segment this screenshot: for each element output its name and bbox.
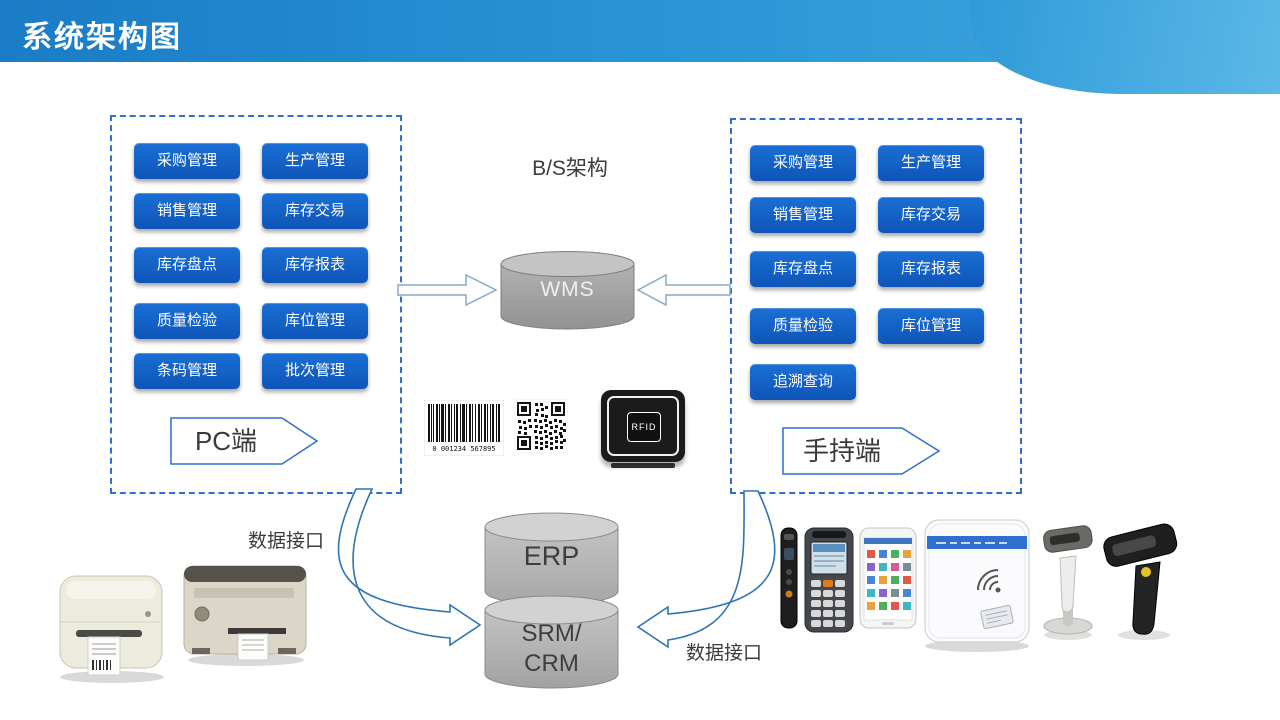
pc-module-button: 条码管理 [134,353,240,389]
erp-cylinder: ERP [483,511,620,611]
handheld-to-wms-arrow [636,273,731,307]
wms-label: WMS [540,278,595,301]
handheld-to-erp-curved-arrow [636,490,776,649]
barcode-digits: 0 001234 567895 [432,445,495,453]
cylinder-shape [484,595,619,689]
pc-to-erp-curved-arrow [337,488,482,647]
right-data-interface-label: 数据接口 [686,643,763,664]
pc-module-button: 批次管理 [262,353,368,389]
left-data-interface-label: 数据接口 [248,531,325,552]
handheld-pennant-label: 手持端 [802,436,881,466]
handheld-pennant: 手持端 [782,427,942,475]
handheld-module-button: 质量检验 [750,308,856,344]
pc-module-button: 库存报表 [262,247,368,283]
rfid-tag-chip: RFID [627,412,661,442]
qr-code-image [514,399,568,453]
handheld-module-button: 库存报表 [878,251,984,287]
header-swoosh-decoration [970,0,1280,94]
rfid-tag-stand [611,463,675,468]
rfid-tag-image: RFID [601,390,685,462]
label-printer-2-image [183,565,307,666]
cylinder-shape [484,512,619,606]
scanner-gun-dark-image [1103,523,1178,640]
pc-module-button: 生产管理 [262,143,368,179]
handheld-module-button: 销售管理 [750,197,856,233]
rfid-tag-ring [607,396,679,456]
srm-crm-cylinder: SRM/ CRM [483,594,620,694]
pc-module-button: 库位管理 [262,303,368,339]
slim-scanner-image [780,527,798,629]
page-title: 系统架构图 [22,21,182,54]
pc-module-button: 销售管理 [134,193,240,229]
handheld-module-button: 采购管理 [750,145,856,181]
pc-module-button: 库存交易 [262,193,368,229]
label-printer-1-image [59,575,164,683]
barcode-image: 0 001234 567895 [424,400,504,456]
pc-to-wms-arrow [397,273,498,307]
handheld-panel: 采购管理 生产管理 销售管理 库存交易 库存盘点 库存报表 质量检验 库位管理 … [730,118,1022,494]
pennant-shape [170,417,319,465]
pc-panel: 采购管理 生产管理 销售管理 库存交易 库存盘点 库存报表 质量检验 库位管理 … [110,115,402,494]
handheld-module-button: 库位管理 [878,308,984,344]
handheld-module-button: 追溯查询 [750,364,856,400]
pda-device-image [804,527,854,633]
pennant-shape [782,427,941,475]
pc-pennant-label: PC端 [194,426,258,456]
handheld-module-button: 库存盘点 [750,251,856,287]
pc-module-button: 采购管理 [134,143,240,179]
pc-module-button: 库存盘点 [134,247,240,283]
bs-architecture-label: B/S架构 [532,157,608,180]
cylinder-shape [500,251,635,330]
srm-label-line2: CRM [524,650,579,677]
handheld-module-button: 生产管理 [878,145,984,181]
pc-pennant: PC端 [170,417,320,465]
erp-label: ERP [523,541,580,571]
wms-cylinder: WMS [499,250,636,332]
rfid-reader-image [924,519,1030,652]
smartphone-image [859,527,917,629]
handheld-module-button: 库存交易 [878,197,984,233]
srm-label-line1: SRM/ [521,620,582,647]
scanner-gun-light-image [1043,525,1093,640]
pc-module-button: 质量检验 [134,303,240,339]
